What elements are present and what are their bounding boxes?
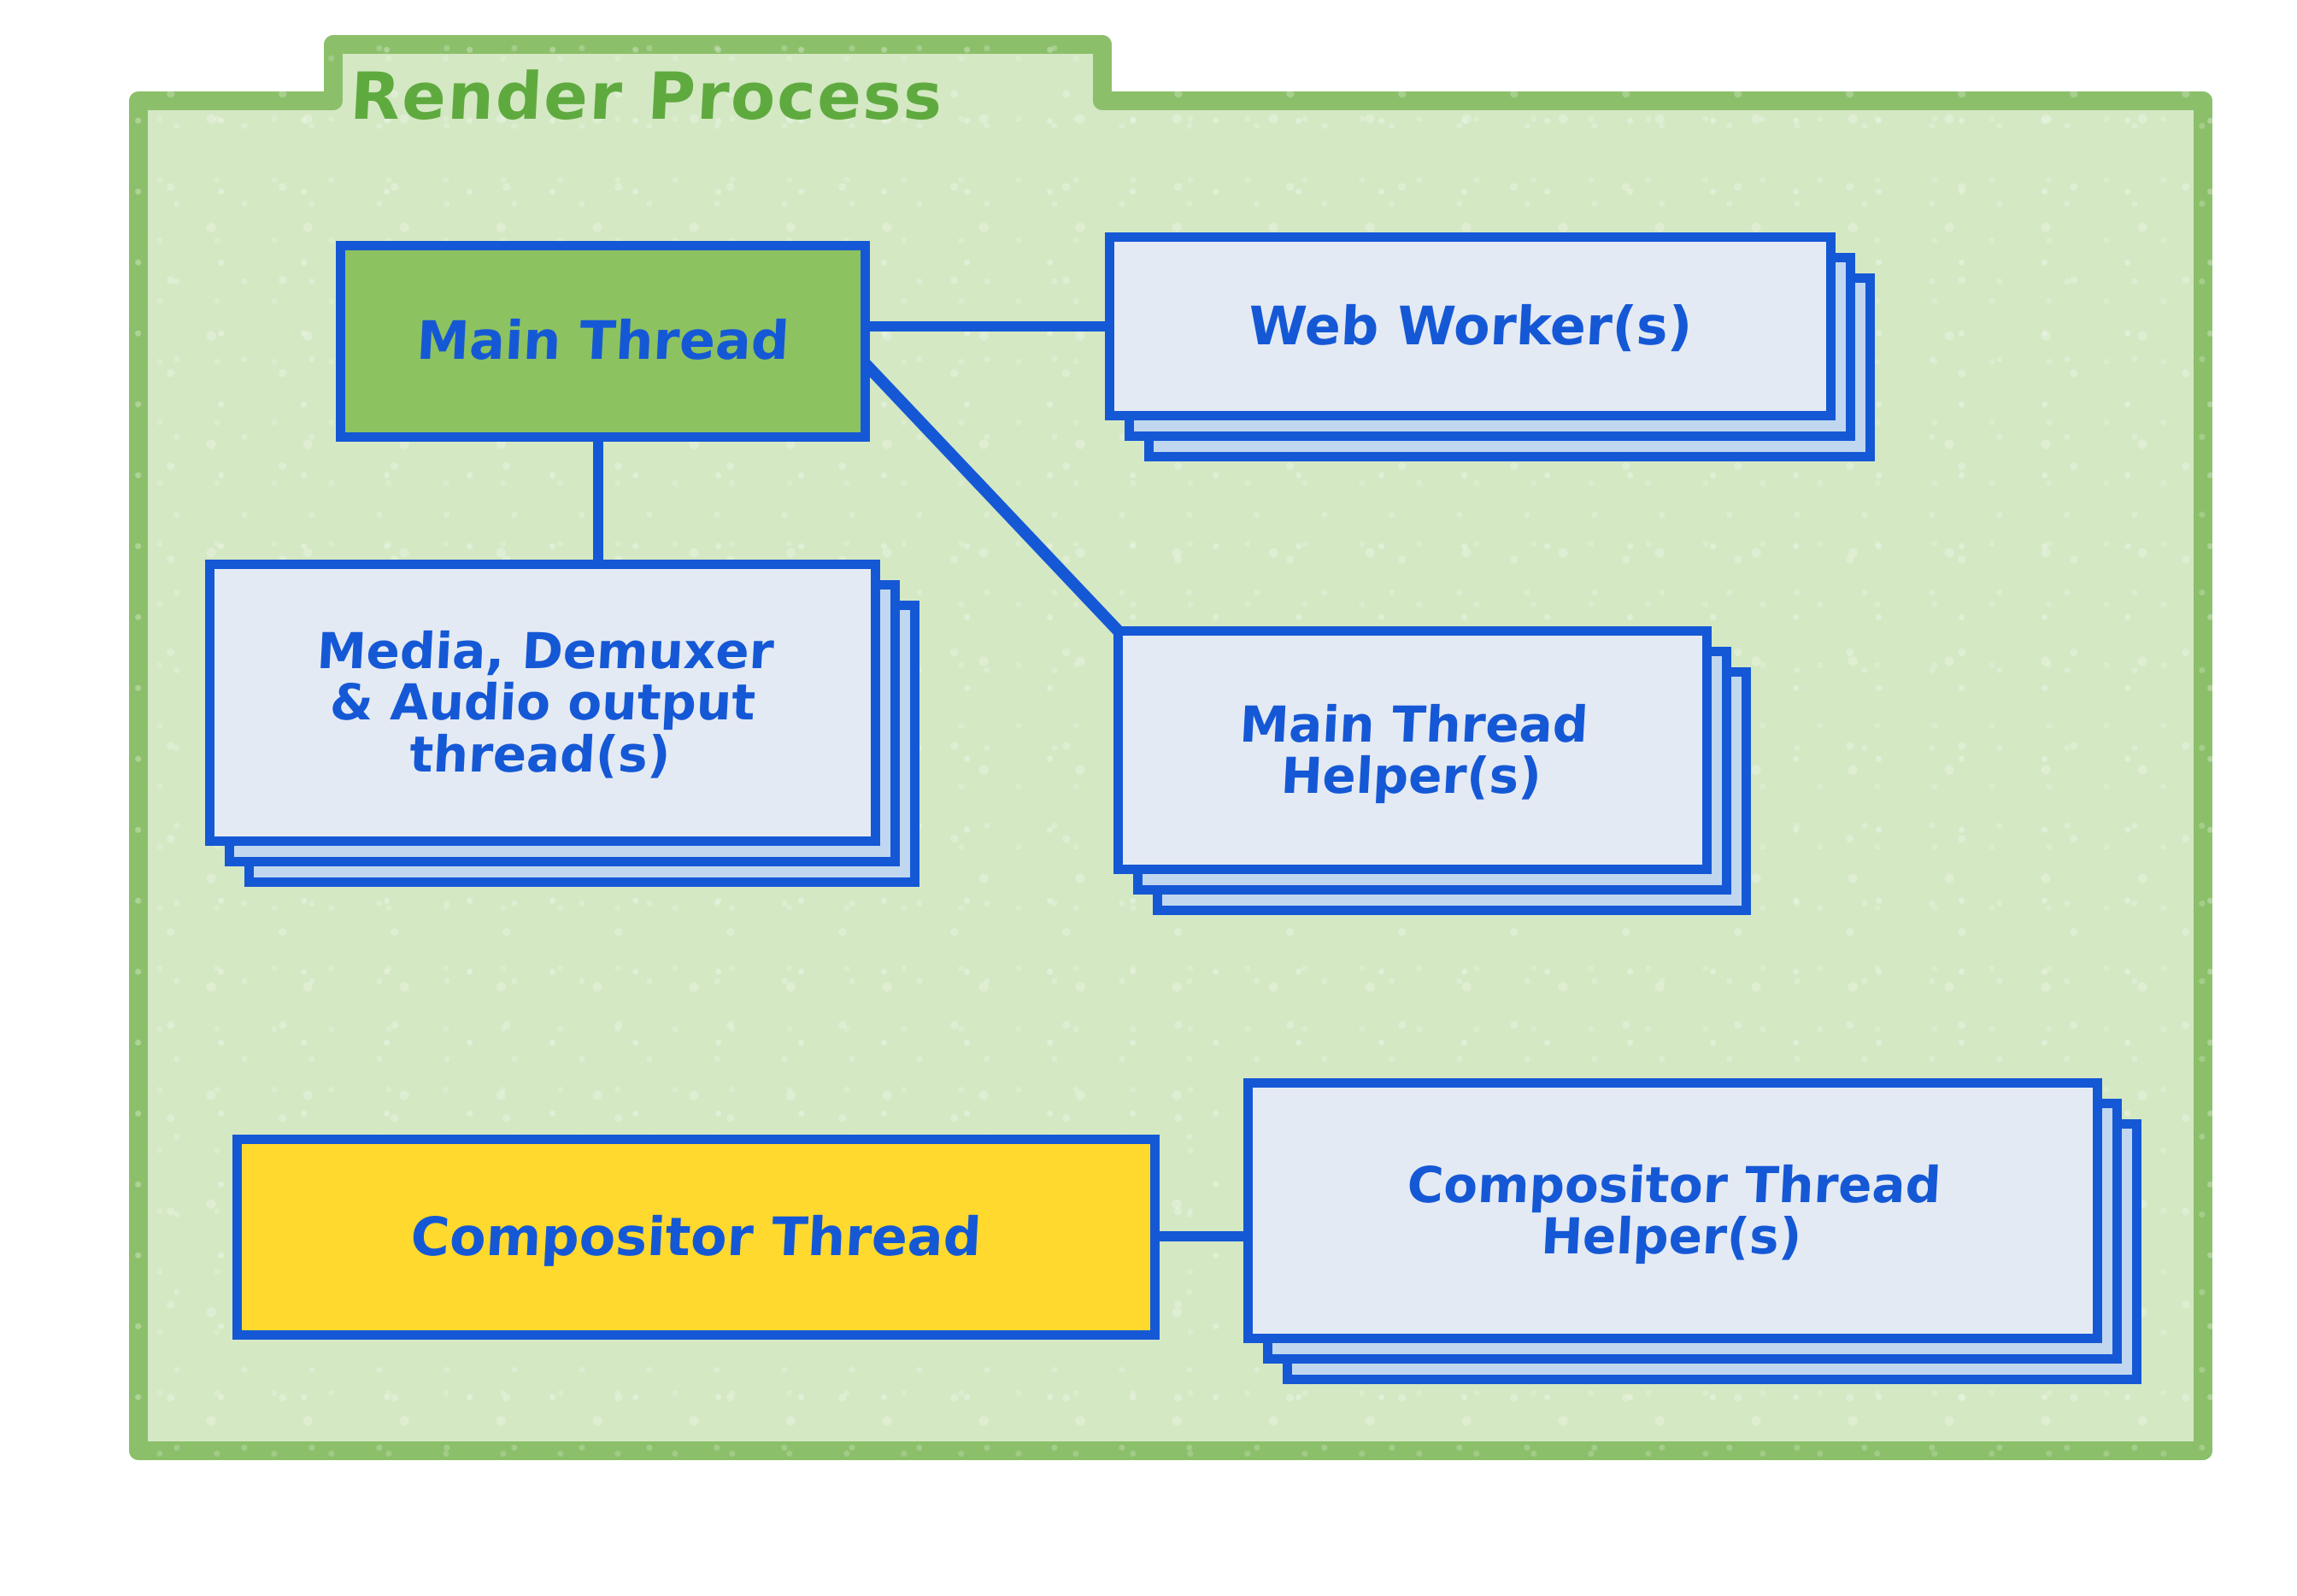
node-main-thread[interactable]: Main Thread [336,241,870,442]
node-main-thread-helper[interactable]: Main Thread Helper(s) [1113,626,1751,915]
main-thread-helper-card-front [1113,626,1712,874]
node-media-demuxer[interactable]: Media, Demuxer & Audio output thread(s) [205,560,919,887]
main-thread-card [336,241,870,442]
web-worker-card-front [1105,232,1836,420]
compositor-thread-card [232,1135,1160,1340]
page-title: Render Process [348,58,946,134]
media-demuxer-card-front [205,560,880,846]
node-compositor-thread-helper[interactable]: Compositor Thread Helper(s) [1243,1078,2141,1384]
node-web-worker[interactable]: Web Worker(s) [1105,232,1875,461]
compositor-helper-card-front [1243,1078,2102,1343]
node-compositor-thread[interactable]: Compositor Thread [232,1135,1160,1340]
